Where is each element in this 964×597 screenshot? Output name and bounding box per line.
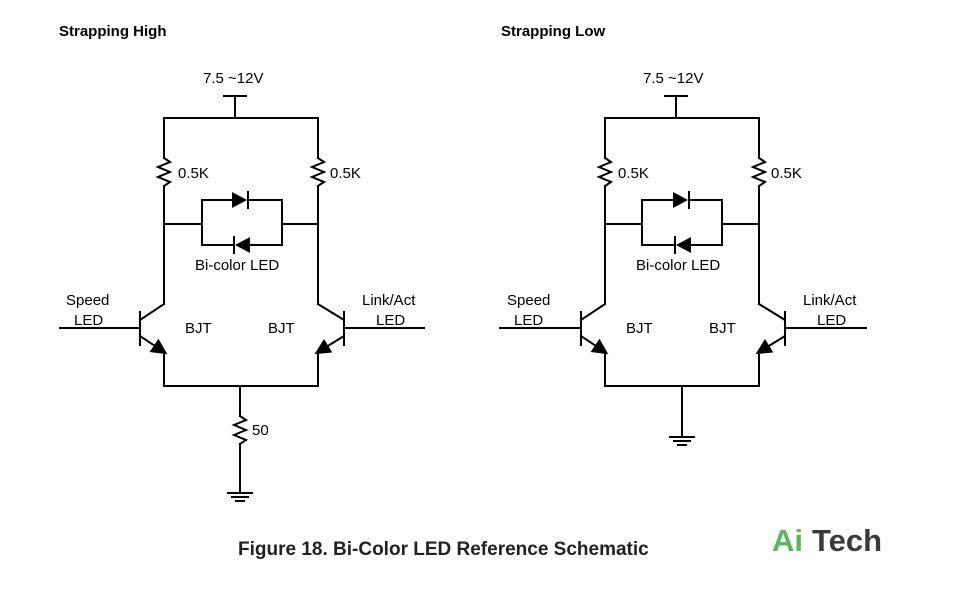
- right-resistor-right-label: 0.5K: [771, 165, 802, 182]
- right-ground-icon: [669, 436, 695, 446]
- left-supply-label: 7.5 ~12V: [203, 70, 263, 87]
- right-led-label: Bi-color LED: [636, 257, 720, 274]
- right-supply-label: 7.5 ~12V: [643, 70, 703, 87]
- left-input-left-line2: LED: [74, 312, 103, 329]
- left-bjt-left-label: BJT: [185, 320, 212, 337]
- aitech-logo: Ai Tech: [772, 523, 882, 558]
- logo-part-tech: Tech: [812, 523, 882, 558]
- right-panel: Strapping Low 7.5 ~12V 0.5K 0.5K: [499, 23, 867, 446]
- right-resistor-left-label: 0.5K: [618, 165, 649, 182]
- left-bicolor-led: [163, 191, 319, 254]
- logo-part-ai: Ai: [772, 523, 803, 558]
- left-resistor-left: [155, 117, 173, 305]
- left-resistor-right: [309, 117, 327, 305]
- right-resistor-right: [750, 117, 768, 305]
- left-input-left-line1: Speed: [66, 292, 109, 309]
- left-resistor-left-label: 0.5K: [178, 165, 209, 182]
- right-bjt-right: [755, 302, 867, 387]
- right-bjt-left-label: BJT: [626, 320, 653, 337]
- left-resistor-bottom-label: 50: [252, 422, 269, 439]
- right-panel-title: Strapping Low: [501, 23, 605, 40]
- left-bjt-right: [314, 302, 425, 387]
- left-led-label: Bi-color LED: [195, 257, 279, 274]
- right-bjt-right-label: BJT: [709, 320, 736, 337]
- right-input-left-line1: Speed: [507, 292, 550, 309]
- left-supply-symbol: [223, 95, 247, 119]
- left-input-right-line1: Link/Act: [362, 292, 416, 309]
- left-input-right-line2: LED: [376, 312, 405, 329]
- right-input-right-line1: Link/Act: [803, 292, 857, 309]
- right-input-right-line2: LED: [817, 312, 846, 329]
- left-resistor-right-label: 0.5K: [330, 165, 361, 182]
- left-panel: Strapping High 7.5 ~12V 0.5K 0.5K: [59, 23, 425, 502]
- figure-caption: Figure 18. Bi-Color LED Reference Schema…: [238, 539, 649, 560]
- right-supply-symbol: [664, 95, 688, 119]
- left-bjt-left: [59, 302, 168, 387]
- right-resistor-left: [596, 117, 614, 305]
- right-bicolor-led: [604, 191, 760, 254]
- right-input-left-line2: LED: [514, 312, 543, 329]
- left-ground-icon: [227, 492, 253, 502]
- left-resistor-bottom: [231, 385, 249, 494]
- right-bjt-left: [499, 302, 609, 387]
- left-bjt-right-label: BJT: [268, 320, 295, 337]
- left-panel-title: Strapping High: [59, 23, 167, 40]
